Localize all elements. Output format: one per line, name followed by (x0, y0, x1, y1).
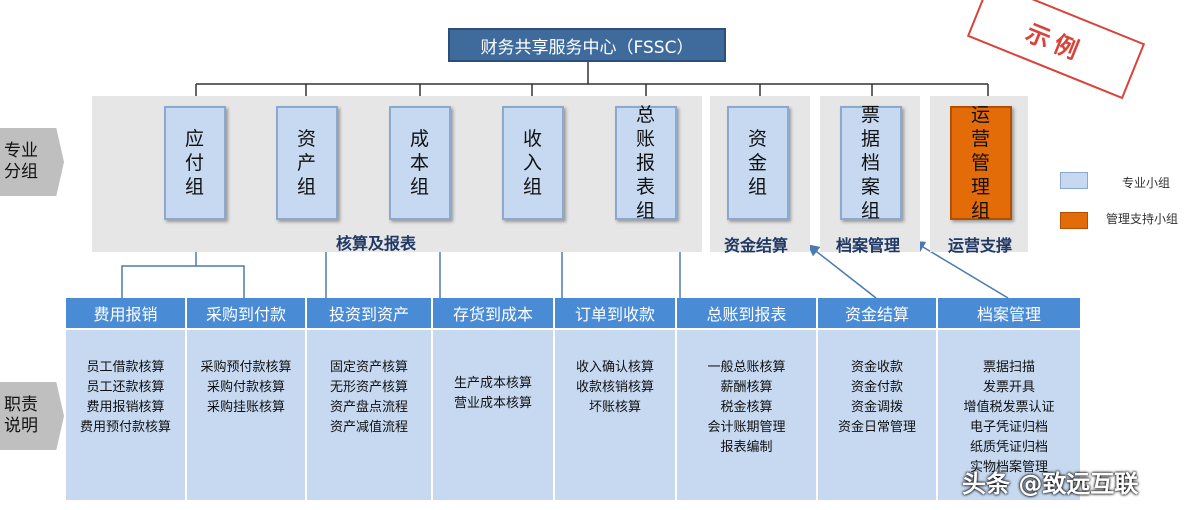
group-archive-label: 票据档案组 (861, 104, 881, 222)
group-cost: 成本组 (389, 106, 451, 220)
group-revenue-label: 收入组 (523, 128, 543, 198)
header-invest: 投资到资产 (307, 298, 433, 328)
duty-item: 费用报销核算 (86, 400, 165, 415)
group-funds: 资金组 (727, 106, 789, 220)
group-revenue: 收入组 (502, 106, 564, 220)
duty-item: 费用预付款核算 (79, 420, 171, 435)
duty-item: 薪酬核算 (720, 380, 773, 395)
panel-label-archive: 档案管理 (836, 236, 901, 255)
duty-item: 电子凭证归档 (969, 420, 1048, 435)
duty-item: 资金日常管理 (837, 420, 916, 435)
side-label-groups: 专业分组 (0, 128, 64, 196)
fssc-title-box: 财务共享服务中心（FSSC） (448, 28, 726, 62)
panel-label-operations: 运营支撑 (948, 236, 1013, 255)
watermark: 头条 @致远互联 (962, 470, 1139, 498)
side-label-duties: 职责说明 (0, 382, 64, 450)
duty-item: 员工借款核算 (86, 360, 165, 375)
header-expense: 费用报销 (66, 298, 187, 328)
duty-item: 资金调拨 (850, 400, 903, 415)
col-expense: 员工借款核算 员工还款核算 费用报销核算 费用预付款核算 (66, 330, 187, 500)
header-procure: 采购到付款 (187, 298, 307, 328)
duty-item: 会计账期管理 (707, 420, 786, 435)
col-archive: 票据扫描 发票开具 增值税发票认证 电子凭证归档 纸质凭证归档 实物档案管理 (938, 330, 1080, 500)
duty-item: 无形资产核算 (329, 380, 408, 395)
duty-item: 发票开具 (982, 380, 1035, 395)
group-ledger-label: 总账报表组 (636, 104, 656, 222)
col-inventory: 生产成本核算 营业成本核算 (433, 330, 555, 500)
col-invest: 固定资产核算 无形资产核算 资产盘点流程 资产减值流程 (307, 330, 433, 500)
duty-item: 生产成本核算 (453, 376, 532, 391)
duty-item: 税金核算 (720, 400, 773, 415)
duty-item: 员工还款核算 (86, 380, 165, 395)
group-payable: 应付组 (164, 106, 226, 220)
duty-item: 资产盘点流程 (329, 400, 408, 415)
group-cost-label: 成本组 (410, 128, 430, 198)
legend-swatch-management (1060, 212, 1088, 229)
group-operations: 运营管理组 (950, 104, 1012, 222)
header-order: 订单到收款 (555, 298, 677, 328)
side-label-duties-text: 职责说明 (4, 395, 38, 436)
group-operations-label: 运营管理组 (971, 104, 991, 222)
group-ledger: 总账报表组 (615, 104, 677, 222)
duty-item: 营业成本核算 (453, 396, 532, 411)
side-label-groups-text: 专业分组 (4, 141, 38, 182)
duty-item: 实物档案管理 (969, 460, 1048, 475)
panel-label-funds: 资金结算 (724, 236, 789, 255)
duty-item: 固定资产核算 (329, 360, 408, 375)
duty-item: 资金收款 (850, 360, 903, 375)
col-funds: 资金收款 资金付款 资金调拨 资金日常管理 (818, 330, 938, 500)
duty-item: 一般总账核算 (707, 360, 786, 375)
header-ledger: 总账到报表 (677, 298, 818, 328)
group-assets: 资产组 (276, 106, 338, 220)
duty-item: 采购挂账核算 (206, 400, 285, 415)
duty-item: 采购预付款核算 (200, 360, 292, 375)
group-assets-label: 资产组 (297, 128, 317, 198)
duties-body-row: 员工借款核算 员工还款核算 费用报销核算 费用预付款核算 采购预付款核算 采购付… (66, 330, 1080, 500)
header-funds: 资金结算 (818, 298, 938, 328)
col-procure: 采购预付款核算 采购付款核算 采购挂账核算 (187, 330, 307, 500)
group-archive: 票据档案组 (840, 104, 902, 222)
duty-item: 坏账核算 (588, 400, 641, 415)
legend-swatch-specialist (1060, 172, 1088, 189)
col-order: 收入确认核算 收款核销核算 坏账核算 (555, 330, 677, 500)
group-funds-label: 资金组 (748, 128, 768, 198)
col-ledger: 一般总账核算 薪酬核算 税金核算 会计账期管理 报表编制 (677, 330, 818, 500)
duty-item: 纸质凭证归档 (969, 440, 1048, 455)
duty-item: 收款核销核算 (575, 380, 654, 395)
legend-label-specialist: 专业小组 (1122, 176, 1171, 190)
duty-item: 收入确认核算 (575, 360, 654, 375)
duty-item: 增值税发票认证 (963, 400, 1055, 415)
duty-item: 报表编制 (720, 440, 773, 455)
panel-label-accounting: 核算及报表 (336, 234, 417, 253)
duty-item: 资金付款 (850, 380, 903, 395)
header-archive: 档案管理 (938, 298, 1080, 328)
group-payable-label: 应付组 (185, 128, 205, 198)
duty-item: 票据扫描 (982, 360, 1035, 375)
legend-label-management: 管理支持小组 (1106, 212, 1179, 226)
duty-item: 资产减值流程 (329, 420, 408, 435)
header-inventory: 存货到成本 (433, 298, 555, 328)
process-header-row: 费用报销 采购到付款 投资到资产 存货到成本 订单到收款 总账到报表 资金结算 … (66, 298, 1080, 328)
duty-item: 采购付款核算 (206, 380, 285, 395)
